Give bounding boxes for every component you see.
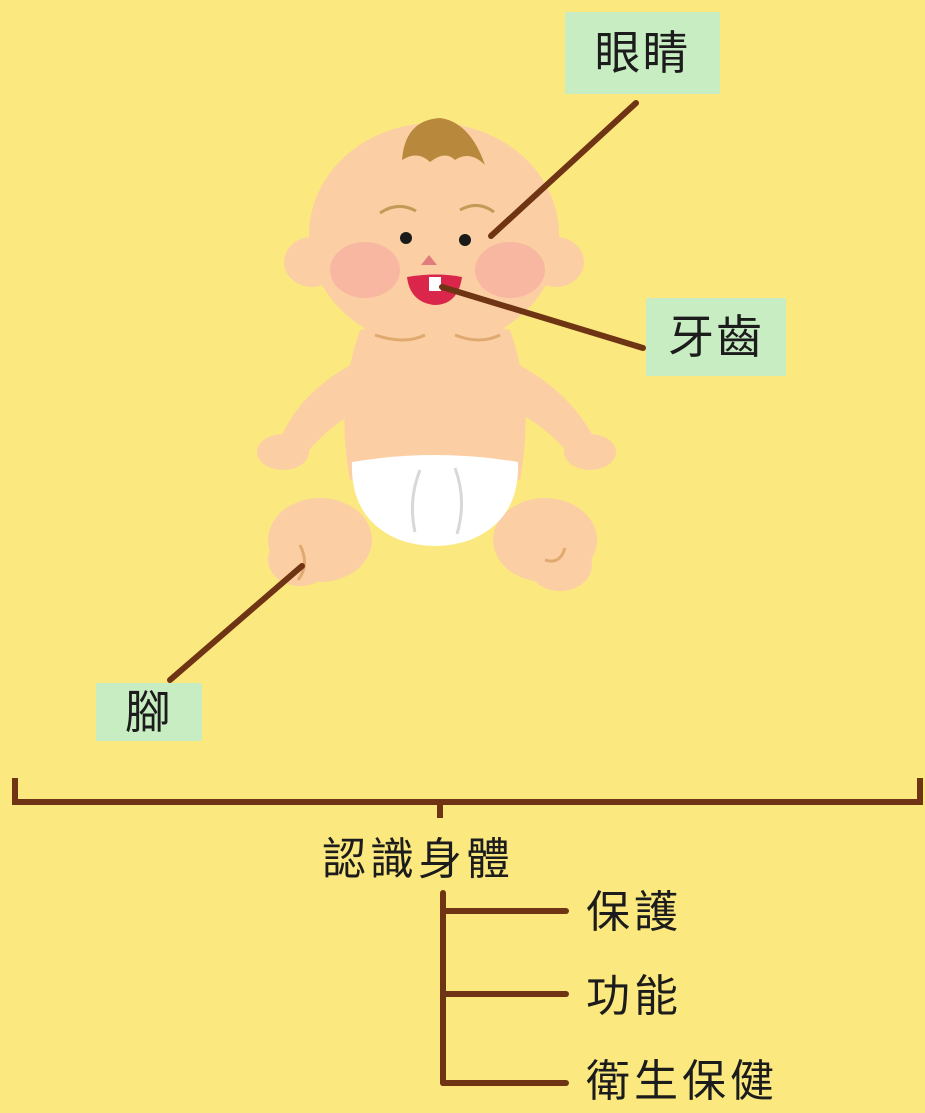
teeth-label: 牙齒 <box>646 298 786 376</box>
hair-icon <box>402 118 485 165</box>
branch-protection: 保護 <box>586 887 682 938</box>
teeth-leader-line <box>439 284 646 351</box>
leader-lines <box>167 100 646 683</box>
branch-hygiene: 衛生保健 <box>586 1056 778 1107</box>
baby-icon <box>257 118 616 591</box>
brace <box>12 778 923 818</box>
feet-label: 腳 <box>96 683 202 741</box>
diaper <box>351 455 519 546</box>
eyes-label: 眼睛 <box>565 12 720 94</box>
root-topic: 認識身體 <box>322 834 514 885</box>
left-eye <box>400 232 412 244</box>
tooth <box>429 277 441 291</box>
eyes-leader-line <box>488 100 639 239</box>
tree-connectors <box>440 890 569 1086</box>
feet-leader-line <box>167 563 305 683</box>
left-cheek <box>330 242 400 298</box>
baby-legs <box>268 498 597 591</box>
nose <box>421 255 437 265</box>
branch-function: 功能 <box>586 971 682 1022</box>
baby-torso <box>344 320 526 480</box>
right-cheek <box>475 242 545 298</box>
right-eye <box>459 234 471 246</box>
